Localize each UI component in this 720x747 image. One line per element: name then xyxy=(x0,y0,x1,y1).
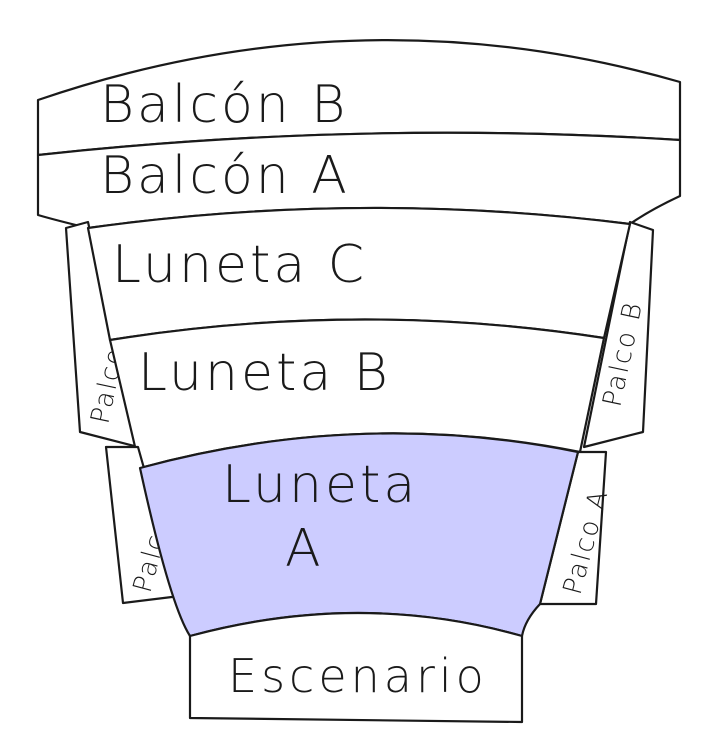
section-luneta-b-label: Luneta B xyxy=(138,343,391,403)
section-escenario-label: Escenario xyxy=(228,649,488,703)
section-luneta-a-label-line1: Luneta xyxy=(222,455,418,515)
section-escenario-shape[interactable] xyxy=(188,611,524,724)
section-balcon-b-label: Balcón B xyxy=(100,75,348,135)
section-balcon-b[interactable]: Balcón B xyxy=(36,39,682,157)
section-balcon-a[interactable]: Balcón A xyxy=(36,131,682,230)
section-luneta-a[interactable]: Luneta A xyxy=(138,432,580,638)
section-balcon-a-label: Balcón A xyxy=(100,146,350,206)
section-luneta-a-label-line2: A xyxy=(285,519,324,579)
section-escenario[interactable]: Escenario xyxy=(188,611,524,724)
section-palco-b-right[interactable]: Palco B xyxy=(582,220,655,449)
section-luneta-c-label: Luneta C xyxy=(112,235,367,295)
section-palco-b-right-shape[interactable] xyxy=(582,220,655,449)
